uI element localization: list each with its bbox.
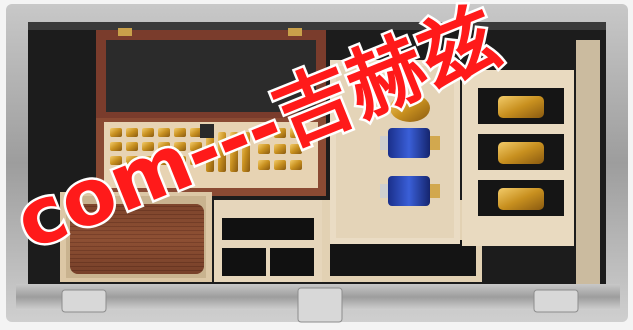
gold-adapter xyxy=(390,94,430,122)
latch-left xyxy=(61,289,107,313)
gold-connector-3 xyxy=(498,188,544,210)
blue-connector-bottom xyxy=(380,176,440,206)
latch-center xyxy=(297,287,343,323)
gold-component-grid xyxy=(110,124,302,172)
lid-foam xyxy=(106,40,316,112)
gold-connector-2 xyxy=(498,142,544,164)
blue-connector-top xyxy=(380,128,440,158)
latch-right xyxy=(533,289,579,313)
gold-connector-1 xyxy=(498,96,544,118)
